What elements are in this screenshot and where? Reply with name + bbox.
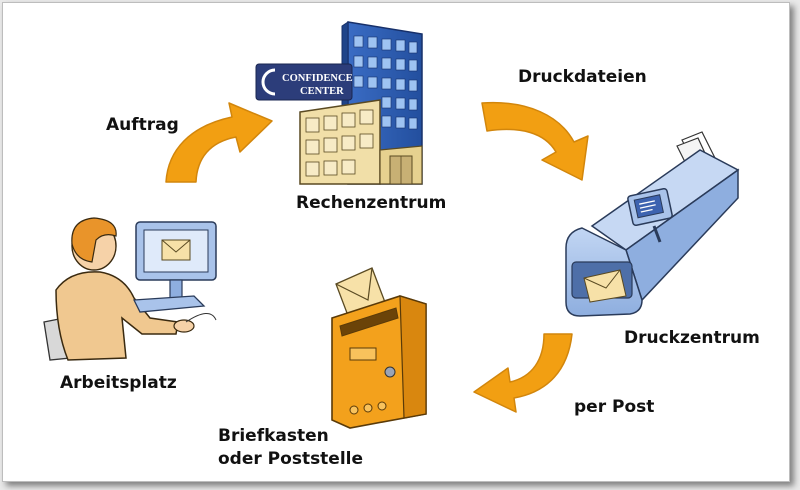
- arrow-druckdateien-icon: [481, 101, 589, 181]
- mailbox-icon: [331, 267, 427, 429]
- logo-line2: CENTER: [300, 86, 344, 97]
- confidence-center-logo: CONFIDENCE CENTER: [255, 63, 353, 101]
- label-auftrag: Auftrag: [106, 115, 179, 135]
- arrow-auftrag-icon: [165, 102, 273, 183]
- label-briefkasten-line2: oder Poststelle: [218, 449, 364, 469]
- label-briefkasten-line1: Briefkasten: [218, 426, 329, 446]
- label-per-post: per Post: [574, 397, 655, 417]
- arrow-per-post-icon: [473, 333, 573, 413]
- printing-machine-icon: [565, 131, 740, 317]
- label-arbeitsplatz: Arbeitsplatz: [60, 373, 177, 393]
- datacenter-building-icon: [299, 21, 423, 185]
- label-briefkasten: Briefkasten oder Poststelle: [218, 425, 363, 471]
- label-rechenzentrum: Rechenzentrum: [296, 193, 447, 213]
- label-druckzentrum: Druckzentrum: [624, 328, 760, 348]
- label-druckdateien: Druckdateien: [518, 67, 647, 87]
- logo-line1: CONFIDENCE: [282, 73, 353, 84]
- workstation-icon: [43, 217, 217, 361]
